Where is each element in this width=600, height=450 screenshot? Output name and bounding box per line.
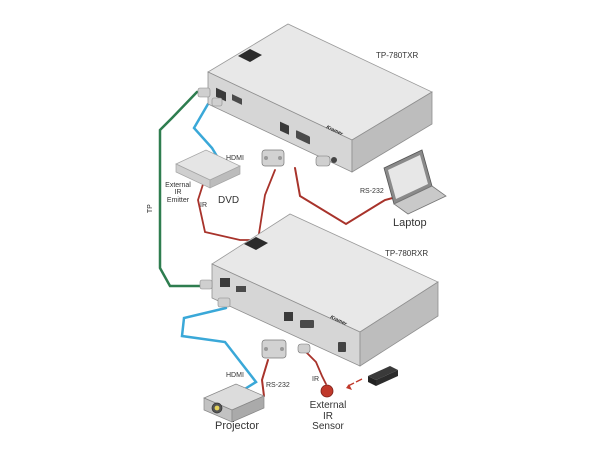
laptop-keyboard: [393, 185, 447, 215]
transmitter-model-label: TP-780TXR: [376, 51, 419, 60]
receiver-tp-connector: [199, 279, 213, 290]
tp-cable-label: TP: [146, 204, 154, 214]
receiver-hdmi-port: [236, 286, 246, 292]
ir-cable-bottom: [303, 349, 327, 385]
transmitter-ir-connector: [315, 155, 331, 167]
remote-side: [376, 370, 398, 386]
emitter-label-line-1: External: [165, 182, 191, 189]
emitter-label-line-3: Emitter: [166, 196, 190, 204]
receiver-rj45-port-2: [284, 312, 293, 321]
transmitter-hdmi-port: [232, 94, 242, 105]
receiver-screw-left: [264, 347, 268, 351]
hdmi-cable-bottom: [180, 306, 258, 394]
transmitter-tp-connector: [197, 87, 211, 98]
ir-cable-top: [197, 169, 276, 241]
hdmi-top-label: HDMI: [226, 155, 244, 162]
receiver-rj45-port: [220, 278, 230, 287]
laptop-display: [388, 155, 428, 199]
receiver-screw-right: [280, 347, 284, 351]
transmitter-db9-port: [296, 130, 310, 145]
ir-wave-2: [355, 378, 363, 383]
transmitter-kramer-logo: [238, 49, 262, 62]
emitter-label-line-2: IR: [174, 189, 182, 197]
ir-signal-arrow: [346, 378, 363, 390]
receiver-device: Kramer: [211, 213, 439, 367]
transmitter-hdmi-connector: [211, 97, 223, 107]
receiver-hdmi-connector: [217, 297, 231, 308]
sensor-label-line-1: External: [309, 400, 347, 411]
receiver-ir-connector: [297, 343, 311, 354]
transmitter-db9-connector: [261, 149, 285, 167]
transmitter-screw-right: [278, 156, 282, 160]
external-ir-sensor: [320, 384, 334, 398]
rs232-bottom-label: RS-232: [266, 382, 290, 389]
ir-top-label: IR: [200, 202, 207, 209]
ir-remote-control: [368, 366, 398, 386]
transmitter-side-face: [351, 91, 433, 173]
transmitter-screw-left: [264, 156, 268, 160]
projector-side-face: [231, 395, 265, 423]
rs232-cable-top: [294, 167, 401, 226]
transmitter-power-jack: [331, 157, 337, 163]
sensor-label-line-3: Sensor: [312, 421, 344, 432]
dvd-label: DVD: [218, 195, 240, 206]
dvd-player: [175, 149, 241, 189]
receiver-side-face: [359, 281, 439, 367]
transmitter-device: Kramer: [207, 23, 433, 173]
dvd-side-face: [209, 165, 241, 189]
receiver-model-label: TP-780RXR: [385, 249, 429, 258]
receiver-db9-connector: [261, 339, 287, 359]
projector-lens-glass: [214, 405, 220, 411]
remote-body: [368, 376, 376, 386]
laptop: [383, 149, 447, 215]
tp-cable: [158, 90, 206, 288]
external-ir-emitter-label: External IR Emitter: [160, 182, 196, 204]
rs232-cable-bottom: [260, 359, 269, 397]
hdmi-bottom-label: HDMI: [226, 372, 244, 379]
receiver-db9-port: [300, 320, 314, 328]
hdmi-cable-top: [192, 102, 220, 160]
external-ir-sensor-label: External IR Sensor: [302, 400, 354, 433]
ir-bottom-label: IR: [312, 376, 319, 383]
transmitter-rj45-port-2: [280, 121, 289, 135]
transmitter-rj45-port: [216, 87, 226, 102]
receiver-kramer-logo: [244, 237, 268, 250]
ir-wave-arrowhead: [346, 384, 352, 390]
sensor-label-line-2: IR: [323, 410, 333, 422]
laptop-label: Laptop: [393, 217, 427, 229]
rs232-top-label: RS-232: [360, 188, 384, 195]
receiver-power-port: [338, 342, 346, 352]
projector-label: Projector: [215, 420, 260, 432]
projector: [203, 383, 265, 423]
remote-top-face: [368, 366, 398, 380]
